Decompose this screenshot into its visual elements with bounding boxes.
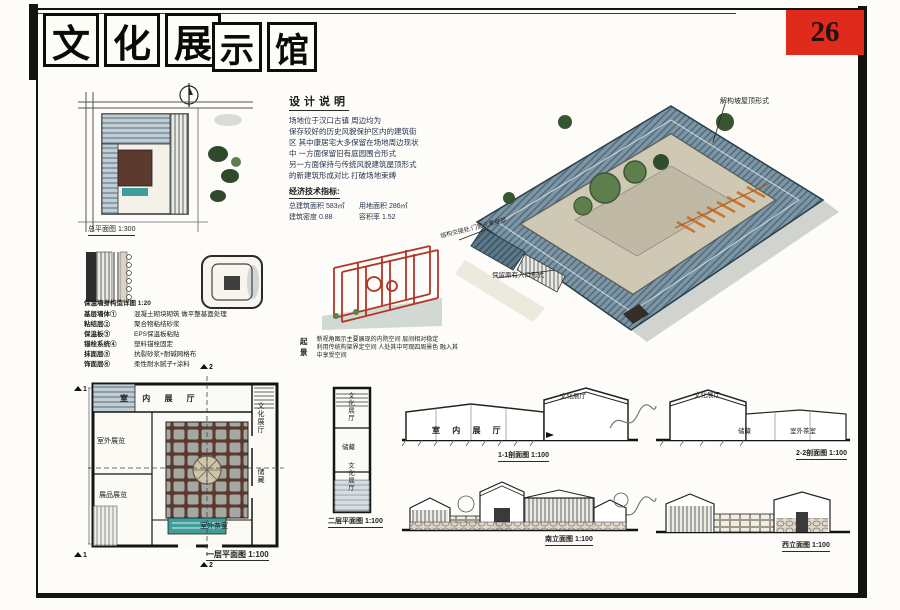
design-notes-block: 设计说明 场地位于汉口古镇 周边均为 保存较好的历史风貌保护区内的建筑街 区 其… — [289, 92, 423, 222]
sheet-title-secondary: 示 馆 — [212, 22, 317, 72]
layer-desc: EPS保温板粘贴 — [134, 331, 180, 338]
floor-plan-1-label: 一层平面图 1:100 — [206, 550, 269, 562]
layer-name: 锚栓系统④ — [84, 341, 117, 348]
indicators-heading: 经济技术指标: — [289, 186, 340, 199]
design-notes-heading: 设计说明 — [289, 93, 349, 111]
section22-room-tea: 室外茶室 — [790, 428, 816, 435]
layer-name: 保温板③ — [84, 331, 110, 338]
section22-room-storage: 储藏 — [738, 428, 751, 435]
layer-row: 粘结层② 聚合物粘结砂浆 — [84, 320, 234, 330]
axonometric-rendering — [455, 103, 839, 342]
design-note-line: 区 其中康居宅大多保留在场地周边现状 — [289, 138, 419, 147]
plan2-room-bottom: 文化展厅 — [346, 462, 354, 492]
indicator-item: 用地面积 286㎡ — [359, 203, 408, 210]
section-2-2-label: 2-2剖面图 1:100 — [796, 450, 847, 461]
layer-desc: 聚合物粘结砂浆 — [134, 321, 180, 328]
plan2-room-mid: 储藏 — [342, 444, 355, 451]
section-cut-mark-1: 1 — [74, 552, 87, 559]
section-1-1-label: 1-1剖面图 1:100 — [498, 452, 549, 463]
indicators-grid: 总建筑面积 583㎡ 用地面积 286㎡ 建筑密度 0.88 容积率 1.52 — [289, 201, 423, 222]
plan2-room-top: 文化展厅 — [346, 392, 354, 422]
layer-row: 基层墙体① 混凝土砌块砌筑 做平整基面处理 — [84, 310, 234, 320]
frame-top-line-2 — [36, 13, 736, 14]
layer-desc: 抗裂砂浆+耐碱网格布 — [134, 351, 197, 358]
plan1-room-exhibit: 展品展览 — [99, 492, 127, 499]
concept-plan-sketch — [201, 255, 263, 309]
section22-room-culture: 文化展厅 — [694, 392, 720, 399]
title-char: 化 — [104, 13, 160, 67]
south-elevation-label: 南立面图 1:100 — [545, 536, 593, 547]
plan1-room-storage: 储藏 — [257, 468, 265, 484]
axon-annotation: 解构坡屋顶形式 — [720, 98, 769, 105]
floor-plan-2-drawing — [332, 386, 372, 514]
section11-room-culture: 文化展厅 — [560, 393, 586, 400]
floor-plan-1-drawing — [88, 376, 284, 556]
design-note-line: 保存较好的历史风貌保护区内的建筑街 — [289, 127, 417, 136]
layer-row: 饰面层⑥ 柔性耐水腻子+涂料 — [84, 360, 234, 370]
indicator-item: 容积率 1.52 — [359, 214, 396, 221]
page-number-badge: 26 — [786, 10, 864, 55]
title-char: 馆 — [267, 22, 317, 72]
floor-plan-2-label: 二层平面图 1:100 — [328, 518, 383, 529]
structure-frame-sketch — [322, 245, 442, 330]
layer-name: 抹面层⑤ — [84, 351, 110, 358]
frame-bottom-line — [36, 593, 864, 598]
plan1-room-outdoor: 室外展览 — [97, 438, 125, 445]
plan1-room-culture: 文化展厅 — [257, 402, 265, 434]
layer-desc: 柔性耐水腻子+涂料 — [134, 361, 190, 368]
design-note-line: 场地位于汉口古镇 周边均为 — [289, 116, 382, 125]
indicator-item: 建筑密度 0.88 — [289, 214, 333, 221]
layer-name: 基层墙体① — [84, 311, 117, 318]
sketch-note-line: 新视角图示主要展现的内院空间 层间相对稳定 — [316, 337, 439, 343]
site-plan-drawing — [78, 92, 253, 232]
section-2-2-drawing — [656, 389, 850, 447]
wall-detail-label: 保温墙身构造详图 1:20 — [84, 300, 151, 307]
section11-room-hall: 室 内 展 厅 — [432, 426, 506, 435]
sheet-title-main: 文 化 展 — [43, 13, 221, 67]
section-1-1-drawing — [401, 387, 638, 447]
layer-row: 锚栓系统④ 塑料锚栓固定 — [84, 340, 234, 350]
frame-left-line — [36, 8, 38, 598]
sketch-notes-lines: 新视角图示主要展现的内院空间 层间相对稳定 利用传统构架界定空间 人处其中可观四… — [317, 336, 460, 360]
layer-name: 饰面层⑥ — [84, 361, 110, 368]
section-cut-mark-2: 2 — [200, 364, 213, 371]
layer-row: 保温板③ EPS保温板粘贴 — [84, 330, 234, 340]
title-char: 文 — [43, 13, 99, 67]
layer-name: 粘结层② — [84, 321, 110, 328]
plan1-room-tea: 室外茶室 — [200, 523, 228, 530]
south-elevation-drawing — [402, 481, 638, 532]
sketch-notes: 起景 新视角图示主要展现的内院空间 层间相对稳定 利用传统构架界定空间 人处其中… — [300, 336, 460, 360]
frame-right-heavy-bar — [858, 6, 867, 598]
section-cut-mark-2: 2 — [200, 562, 213, 569]
axon-annotation: 保留原有入口形式 — [492, 272, 544, 279]
wall-detail-drawing — [86, 251, 132, 303]
layer-desc: 塑料锚栓固定 — [134, 341, 173, 348]
design-note-line: 中 一方面保留旧有庭园围合形式 — [289, 149, 397, 158]
design-note-line: 另一方面保持与传统风貌建筑屋顶形式 — [289, 160, 417, 169]
wall-detail-layer-list: 基层墙体① 混凝土砌块砌筑 做平整基面处理 粘结层② 聚合物粘结砂浆 保温板③ … — [84, 310, 234, 370]
west-elevation-drawing — [656, 491, 850, 534]
plan1-room-hall: 室 内 展 厅 — [120, 394, 201, 403]
west-elevation-label: 西立面图 1:100 — [782, 542, 830, 553]
title-char: 示 — [212, 22, 262, 72]
north-arrow-icon — [179, 83, 199, 107]
design-note-line: 的新建筑形成对比 打破场地束缚 — [289, 171, 397, 180]
indicator-item: 总建筑面积 583㎡ — [289, 203, 345, 210]
site-plan-label: 总平面图 1:300 — [88, 226, 136, 237]
layer-row: 抹面层⑤ 抗裂砂浆+耐碱网格布 — [84, 350, 234, 360]
layer-desc: 混凝土砌块砌筑 做平整基面处理 — [134, 311, 227, 318]
frame-top-line — [36, 8, 864, 10]
title-char: 展 — [165, 13, 221, 67]
frame-left-heavy-bar — [29, 4, 38, 80]
sketch-squiggle — [609, 404, 657, 429]
sketch-notes-heading: 起景 — [300, 337, 308, 357]
sketch-note-line: 利用传统构架界定空间 人处其中可观四周景色 融入其中享受空间 — [316, 345, 458, 359]
section-cut-mark-1: 1 — [74, 386, 87, 393]
